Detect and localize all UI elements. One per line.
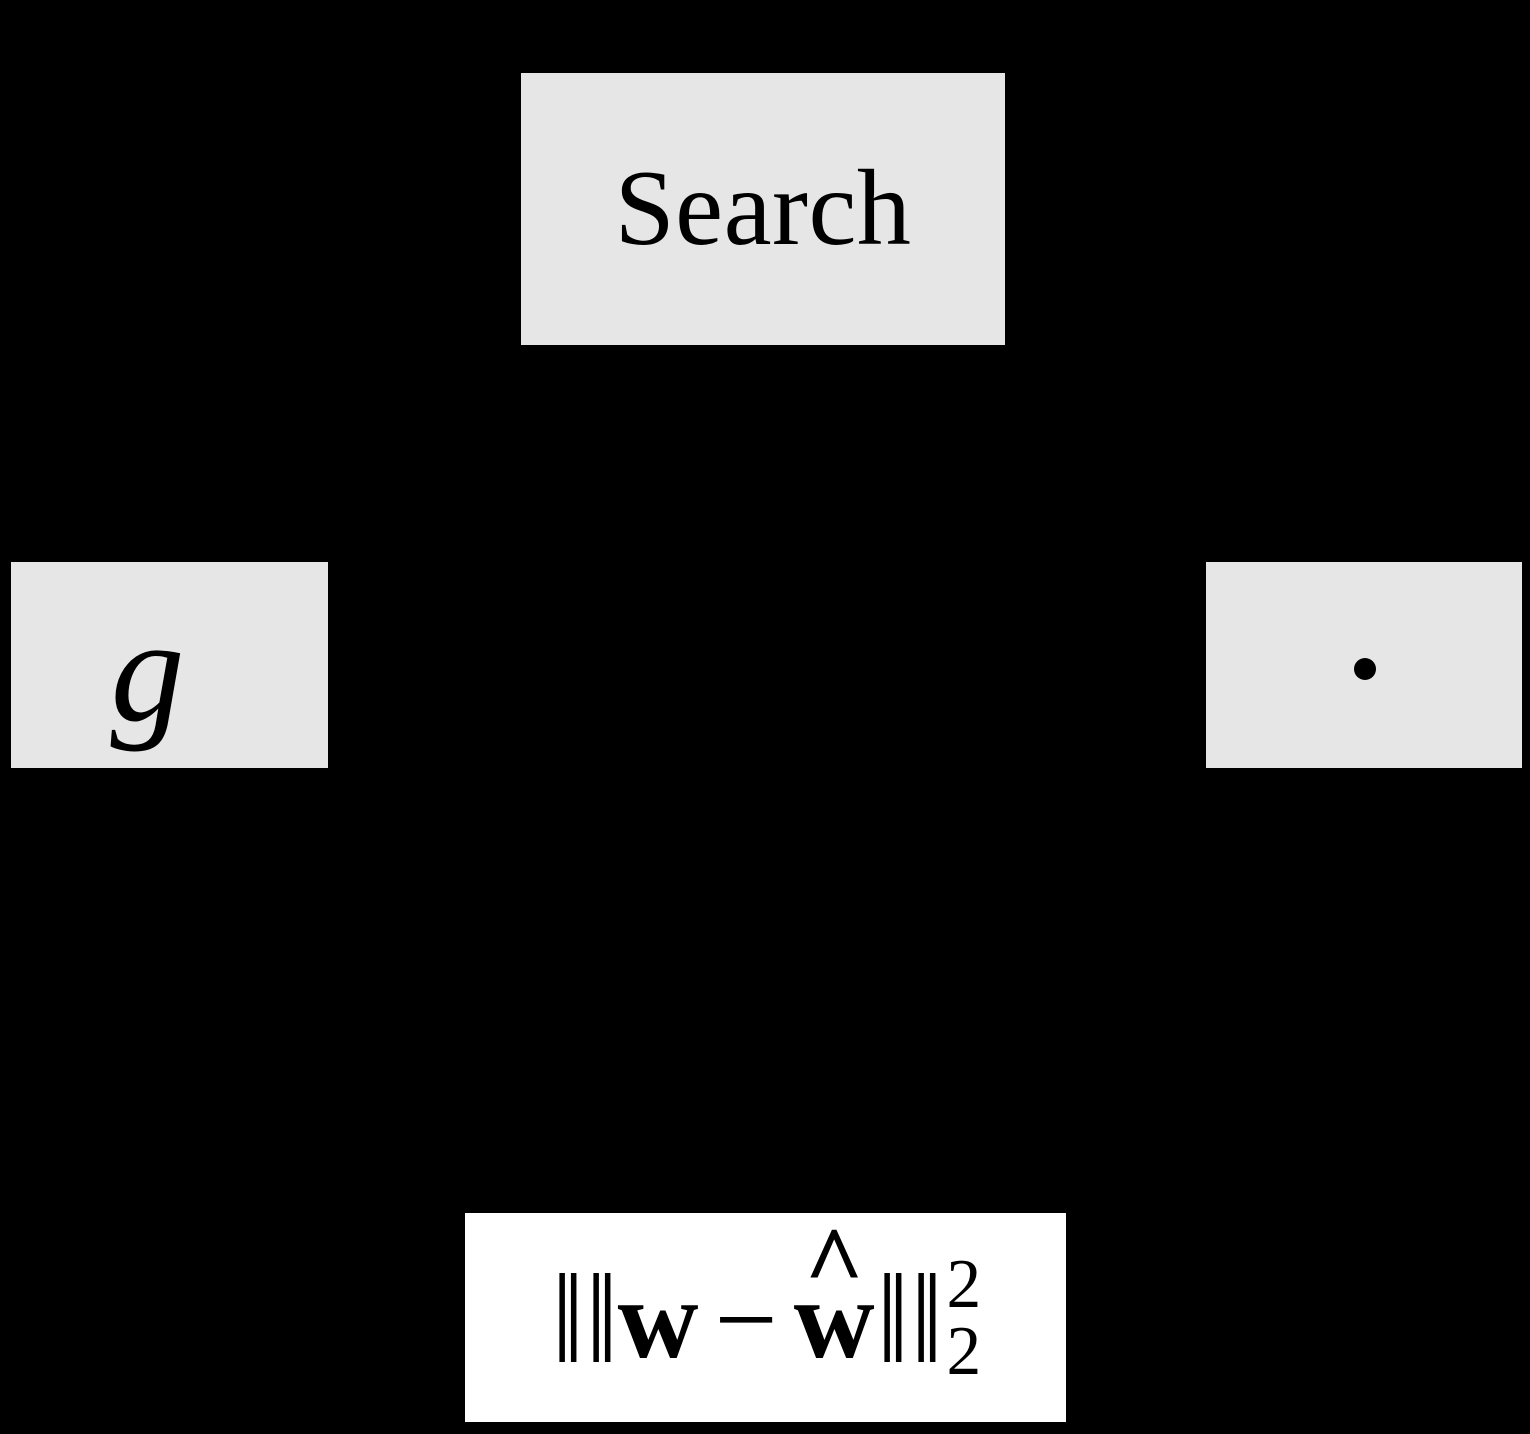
node-g-label: g xyxy=(110,589,185,753)
vector-w: w xyxy=(617,1257,699,1382)
node-dot[interactable] xyxy=(1206,562,1522,768)
norm-superscript: 2 xyxy=(946,1245,982,1323)
norm-bar-open-2: ‖ xyxy=(585,1248,617,1391)
norm-bar-open: ‖ xyxy=(551,1248,583,1391)
node-g[interactable]: g xyxy=(11,562,328,768)
dot-icon xyxy=(1354,658,1376,680)
norm-bar-close-2: ‖ xyxy=(910,1248,942,1391)
norm-bar-close: ‖ xyxy=(876,1248,908,1391)
node-search-label: Search xyxy=(614,149,912,268)
hat-accent: ^ xyxy=(804,1205,865,1320)
minus-operator: − xyxy=(714,1257,778,1382)
node-search[interactable]: Search xyxy=(521,73,1005,345)
norm-subscript: 2 xyxy=(946,1312,982,1390)
vector-w-hat: ^w xyxy=(793,1211,875,1382)
vector-w-estimate: w xyxy=(793,1257,875,1382)
